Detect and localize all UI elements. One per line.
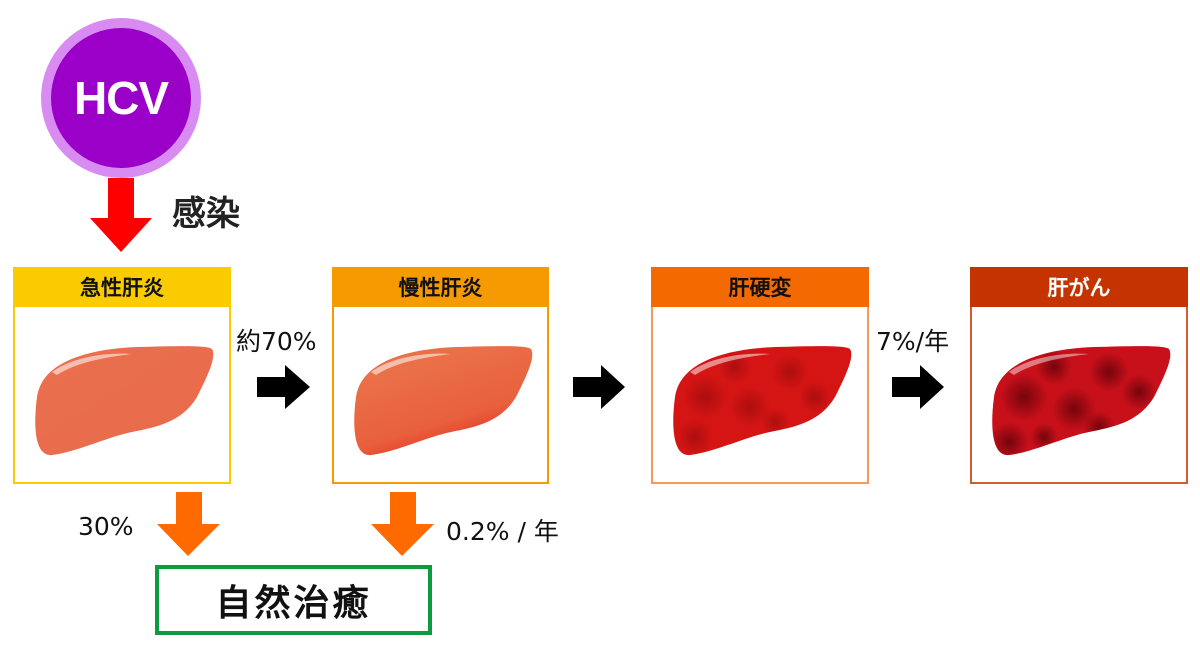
arrow-down-icon	[371, 492, 434, 556]
hcv-label: HCV	[73, 72, 169, 124]
liver-icon	[673, 346, 852, 456]
stage-acute-hepatitis: 急性肝炎	[13, 267, 231, 484]
infection-label: 感染	[172, 194, 240, 234]
stage-header: 肝硬変	[651, 267, 869, 307]
stage-header: 肝がん	[970, 267, 1188, 307]
infection-arrow-icon	[90, 178, 152, 252]
liver-icon	[992, 346, 1171, 456]
arrow-right-icon	[573, 365, 625, 409]
stage-liver-cancer: 肝がん	[970, 267, 1188, 484]
natural-recovery-label: 自然治癒	[215, 583, 372, 624]
recovery-rate-chronic: 0.2% / 年	[446, 517, 559, 546]
liver-icon	[354, 346, 533, 456]
liver-icon	[35, 346, 214, 456]
transition-rate-cirrhosis-to-cancer: 7%/年	[876, 327, 950, 356]
transition-rate-acute-to-chronic: 約70%	[236, 327, 317, 356]
arrow-right-icon	[892, 365, 944, 409]
stage-header: 慢性肝炎	[332, 267, 549, 307]
natural-recovery-box: 自然治癒	[155, 565, 432, 635]
stage-header: 急性肝炎	[13, 267, 231, 307]
arrow-right-icon	[257, 365, 310, 409]
stage-chronic-hepatitis: 慢性肝炎	[332, 267, 549, 484]
arrow-down-icon	[157, 492, 220, 556]
recovery-rate-acute: 30%	[78, 512, 134, 541]
stage-cirrhosis: 肝硬変	[651, 267, 869, 484]
hcv-circle: HCV	[51, 28, 191, 168]
